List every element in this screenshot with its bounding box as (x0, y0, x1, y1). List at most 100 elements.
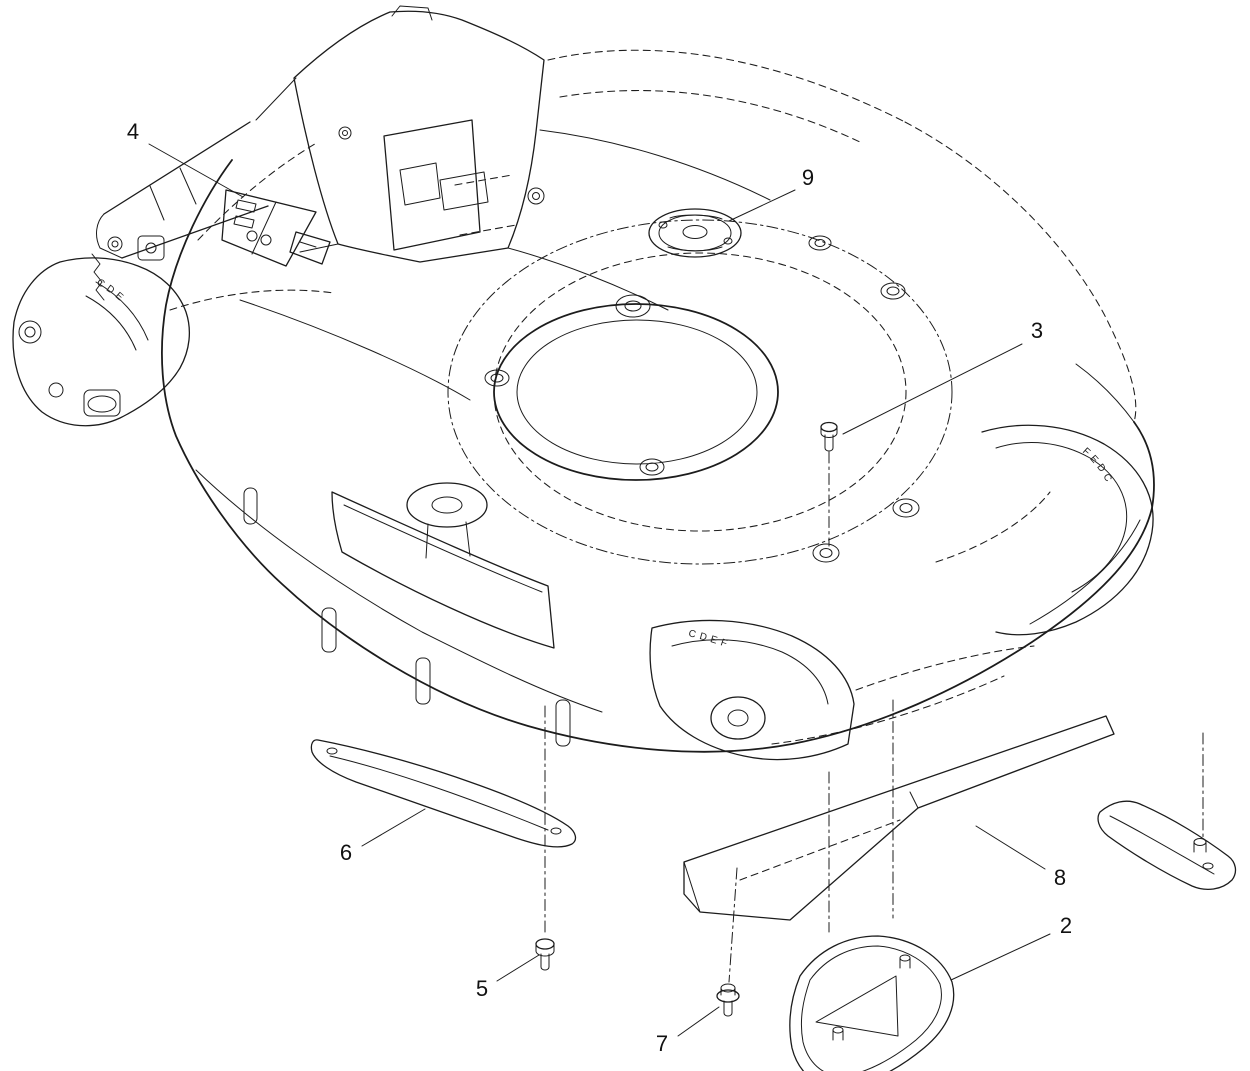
wear-strip (310, 739, 577, 848)
callout-3-leader (842, 343, 1023, 435)
line-art (490, 373, 504, 383)
line-art (899, 957, 911, 969)
line-art (892, 498, 920, 518)
line-art (243, 487, 258, 525)
line-art (197, 141, 319, 241)
line-art (406, 482, 488, 528)
callout-4-label: 4 (127, 119, 139, 144)
line-art (648, 208, 742, 258)
line-art (683, 861, 701, 913)
callout-6-leader (361, 808, 426, 847)
line-art (137, 235, 165, 261)
callout-3: 3 (842, 318, 1043, 435)
line-art (535, 943, 555, 957)
callout-2: 2 (950, 913, 1072, 981)
callouts: 4 9 3 6 5 7 8 2 (127, 119, 1072, 1056)
line-art: CDEF (687, 628, 728, 651)
line-art (516, 319, 758, 465)
line-art (1029, 519, 1141, 625)
line-art (716, 989, 740, 1003)
line-art (819, 548, 833, 558)
line-art (235, 199, 257, 213)
line-art (539, 129, 771, 201)
line-art (195, 469, 603, 713)
line-art (639, 458, 665, 476)
right-band-letters: FEDC (1080, 446, 1115, 487)
line-art (559, 90, 861, 143)
line-art (431, 496, 463, 514)
decal-part (221, 189, 331, 267)
line-art (527, 187, 545, 205)
left-height-bracket: CDE (12, 121, 269, 427)
line-art (855, 645, 1035, 691)
callout-9-label: 9 (802, 165, 814, 190)
callout-2-label: 2 (1060, 913, 1072, 938)
line-art (683, 715, 1115, 921)
bolt-3 (820, 421, 838, 547)
line-art (24, 326, 36, 338)
line-art (91, 253, 105, 301)
line-art (149, 167, 197, 221)
line-art (447, 219, 953, 565)
line-art (808, 235, 832, 251)
line-art (682, 225, 708, 239)
line-art (658, 214, 732, 252)
discharge-baffle (789, 935, 955, 1071)
line-art (391, 5, 433, 21)
line-art (233, 215, 255, 229)
line-art (904, 121, 1137, 423)
baffle-plate (683, 715, 1115, 921)
washout-cap (648, 208, 742, 258)
line-art (85, 295, 137, 351)
line-art (493, 303, 779, 481)
line-art (383, 119, 481, 251)
line-art (995, 442, 1128, 593)
front-band-letters: CDEF (687, 628, 732, 651)
line-art (815, 975, 899, 1037)
line-art (1097, 800, 1237, 891)
left-bracket-letters: CDE (95, 277, 129, 306)
line-art (326, 747, 338, 755)
line-art (820, 421, 838, 433)
line-art (329, 755, 549, 831)
line-art (493, 252, 907, 532)
line-art (899, 954, 911, 962)
line-art (83, 389, 121, 417)
line-art (535, 938, 555, 950)
line-art (507, 247, 669, 311)
line-art (728, 867, 738, 983)
line-art (800, 945, 942, 1071)
callout-8-leader (975, 825, 1046, 870)
line-art (399, 162, 441, 206)
line-art (331, 491, 555, 649)
line-art (96, 213, 123, 259)
line-art (107, 236, 123, 252)
line-art (321, 607, 337, 653)
line-art (832, 1026, 844, 1034)
callout-3-label: 3 (1031, 318, 1043, 343)
line-art (169, 289, 335, 311)
line-art (251, 201, 277, 255)
line-art (484, 369, 510, 387)
line-art (667, 246, 723, 252)
line-art (550, 827, 562, 835)
line-art (425, 521, 471, 559)
bolt-7 (716, 867, 740, 1017)
line-art (48, 382, 64, 398)
line-art (338, 126, 352, 140)
callout-7-label: 7 (656, 1031, 668, 1056)
line-art (723, 1000, 733, 1017)
callout-7-leader (677, 1006, 720, 1037)
line-art (532, 192, 540, 200)
line-art (454, 174, 517, 236)
line-art (540, 953, 550, 971)
line-art (289, 231, 331, 265)
callout-6: 6 (340, 808, 426, 865)
line-art (624, 300, 642, 312)
line-art (343, 504, 543, 593)
line-art (95, 281, 149, 341)
bolt-5 (535, 705, 555, 971)
line-art (981, 424, 1154, 636)
